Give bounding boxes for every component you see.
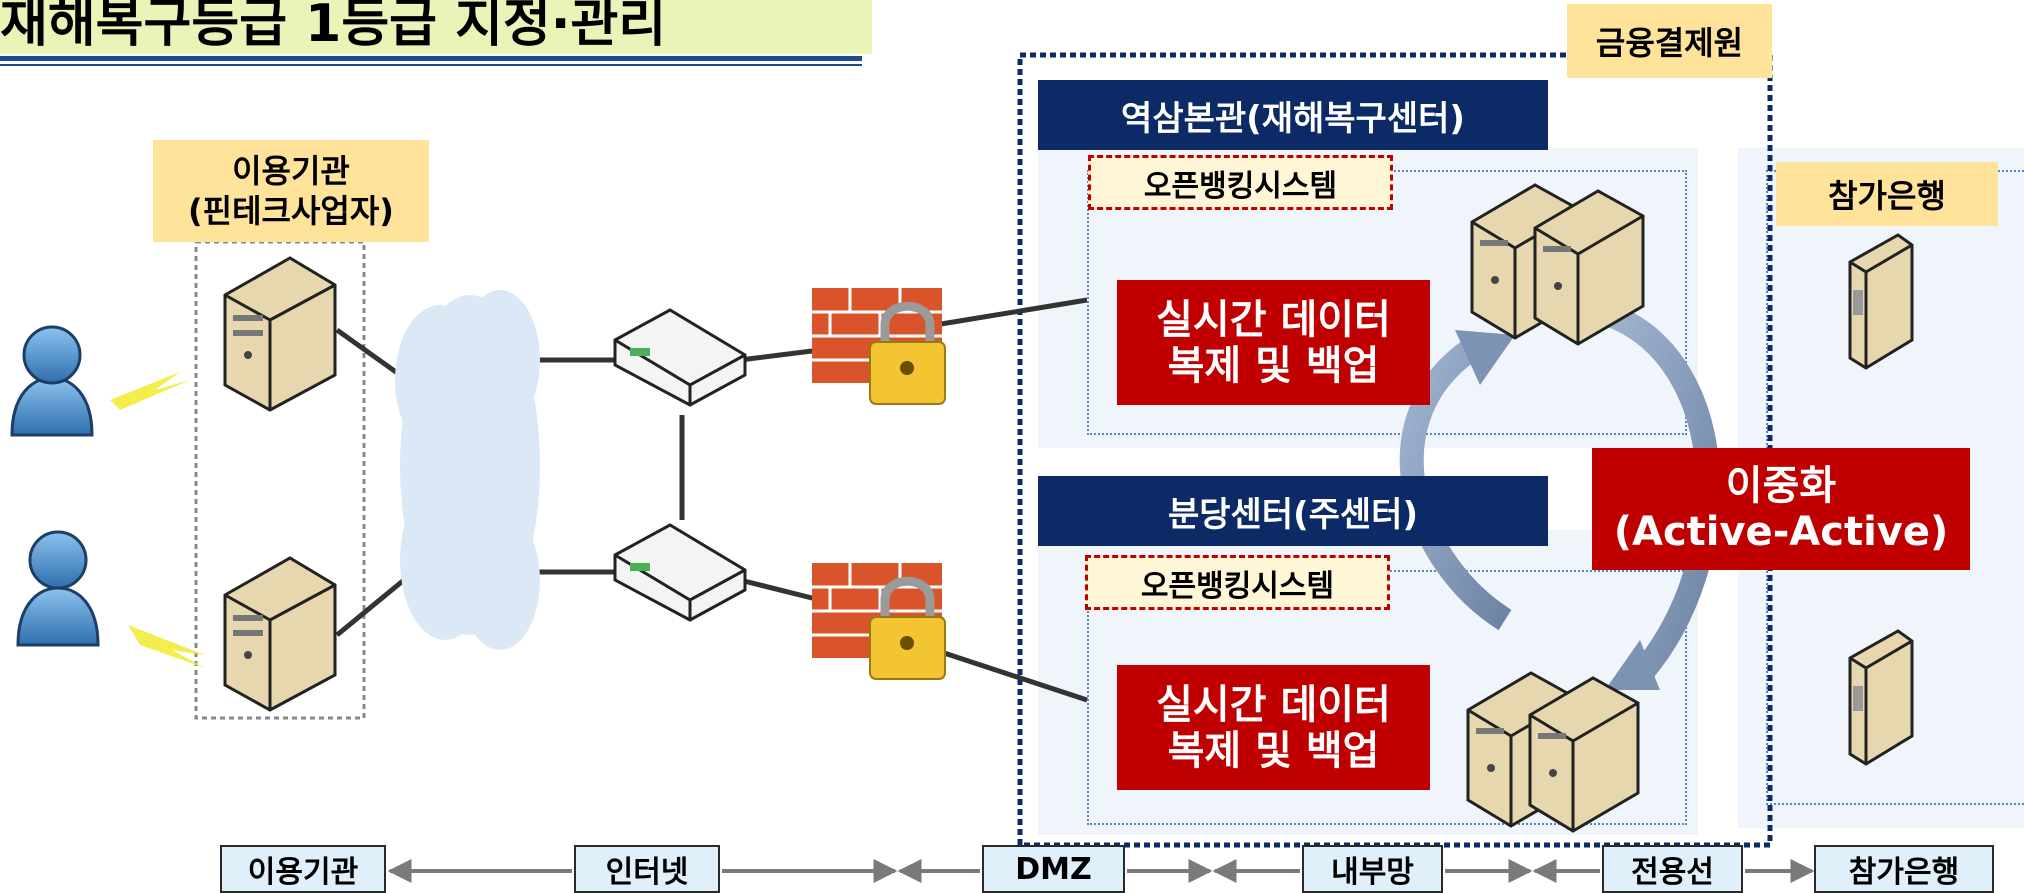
title-underline xyxy=(0,56,862,61)
zone-dedicated-line: 전용선 xyxy=(1602,845,1743,893)
router-icon-bottom xyxy=(613,523,747,622)
lock-icon-top xyxy=(869,301,946,405)
user-org-label: 이용기관 (핀테크사업자) xyxy=(153,140,429,242)
bank-server-icon-bottom xyxy=(1848,629,1914,766)
main-center-label: 분당센터(주센터) xyxy=(1038,476,1548,546)
connection-lines xyxy=(335,297,1088,703)
redundancy-arrowhead-bottom xyxy=(1605,640,1660,690)
redundancy-arrowhead-top xyxy=(1455,330,1515,385)
server-icon-dr-2 xyxy=(1533,189,1645,346)
page-title: 재해복구등급 1등급 지정·관리 xyxy=(0,0,872,54)
user-org-frame xyxy=(194,240,366,720)
replication-label-top: 실시간 데이터 복제 및 백업 xyxy=(1117,280,1430,405)
server-icon-user-top xyxy=(223,256,337,412)
lock-icon-bottom xyxy=(869,576,946,680)
participant-bank-label: 참가은행 xyxy=(1776,162,1998,226)
bank-server-icon-top xyxy=(1848,233,1914,370)
zone-internal-network: 내부망 xyxy=(1302,845,1443,893)
user-icon-1 xyxy=(10,325,190,437)
zone-internet: 인터넷 xyxy=(574,845,720,893)
replication-label-bottom: 실시간 데이터 복제 및 백업 xyxy=(1117,665,1430,790)
server-icon-user-bottom xyxy=(223,556,337,712)
dr-center-label: 역삼본관(재해복구센터) xyxy=(1038,80,1548,150)
system-label-top: 오픈뱅킹시스템 xyxy=(1088,155,1393,210)
server-icon-main-2 xyxy=(1528,676,1640,833)
system-label-bottom: 오픈뱅킹시스템 xyxy=(1085,555,1390,610)
cloud-icon xyxy=(395,290,540,650)
router-icon-top xyxy=(613,308,747,407)
user-icon-2 xyxy=(16,530,205,668)
zone-dmz: DMZ xyxy=(982,845,1125,893)
title-underline-thin xyxy=(0,64,862,66)
institution-label: 금융결제원 xyxy=(1567,4,1772,78)
zone-user-org: 이용기관 xyxy=(220,845,386,893)
redundancy-label: 이중화 (Active-Active) xyxy=(1592,448,1970,570)
zone-participant-bank: 참가은행 xyxy=(1814,845,1994,893)
